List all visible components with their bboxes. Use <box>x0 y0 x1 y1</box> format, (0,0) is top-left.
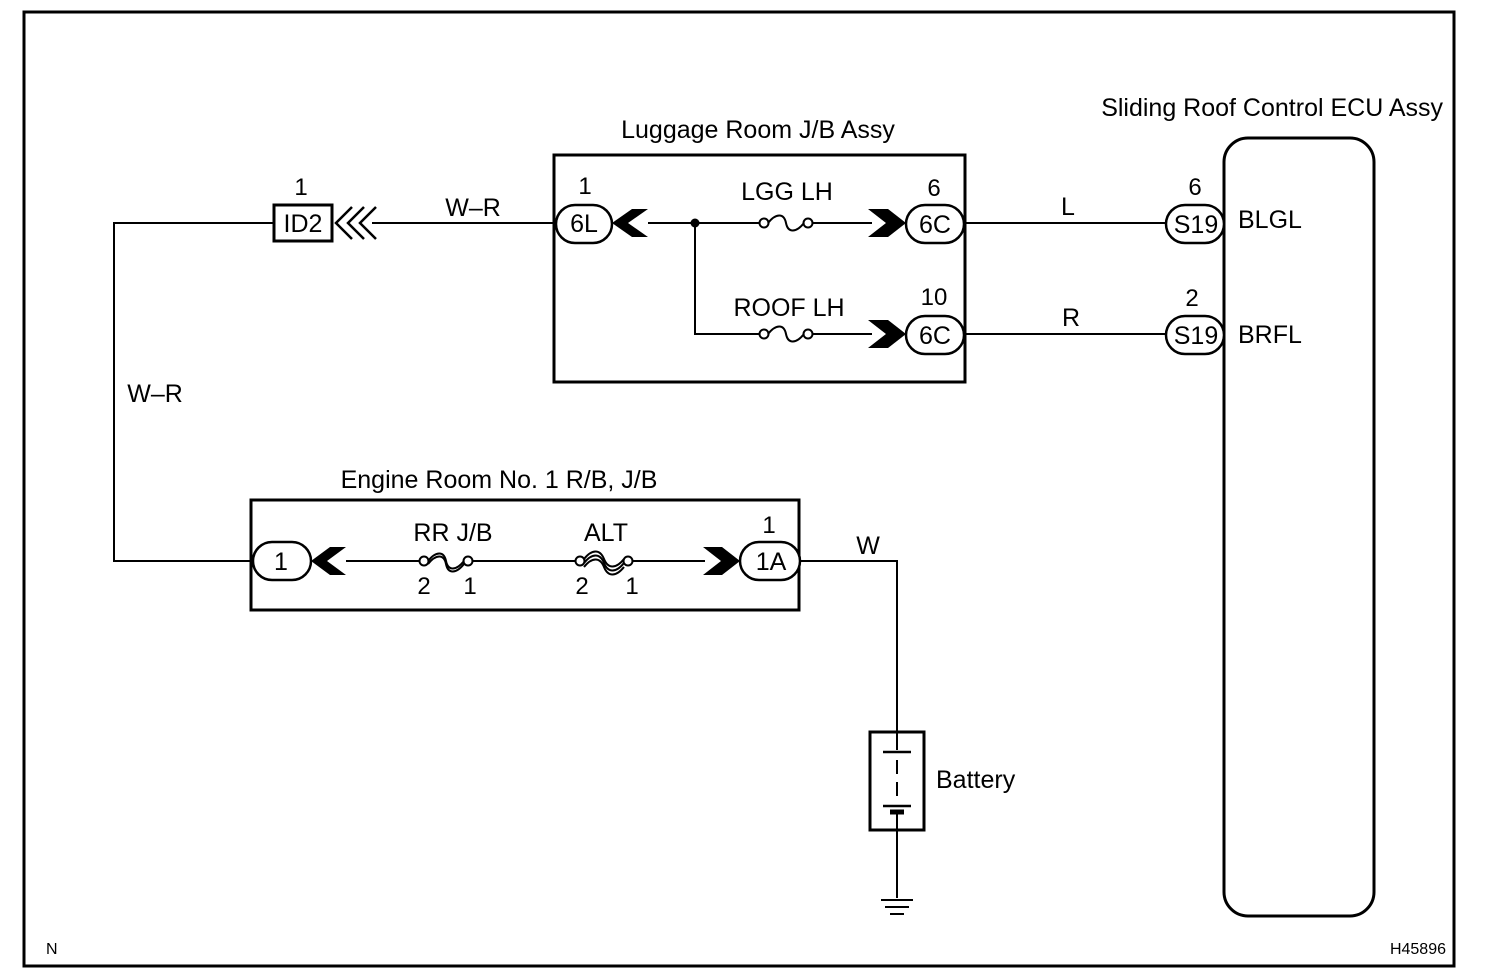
connector-6c-bottom-code: 6C <box>919 322 951 350</box>
connector-6c-top-code: 6C <box>919 211 951 239</box>
fuse-alt-label: ALT <box>584 519 628 547</box>
connector-6l-code: 6L <box>570 210 598 238</box>
connector-6c-bottom-pin: 10 <box>921 284 948 311</box>
ecu-title: Sliding Roof Control ECU Assy <box>1101 94 1443 122</box>
connector-6l-pin: 1 <box>578 173 591 200</box>
connector-er-1a <box>738 540 802 582</box>
ground-icon <box>881 899 913 915</box>
connector-er-1-code: 1 <box>274 548 288 576</box>
figure-code: H45896 <box>1390 941 1446 958</box>
fuse-roof-lh-label: ROOF LH <box>733 294 844 322</box>
fuse-lgg-lh-label: LGG LH <box>741 178 833 206</box>
fuse-icon <box>758 214 814 232</box>
fusible-link-icon <box>418 552 474 573</box>
fuse-rr-jb-label: RR J/B <box>413 519 492 547</box>
fuse-alt-pin-left: 2 <box>575 573 588 600</box>
connector-6c-top-pin: 6 <box>927 175 940 202</box>
battery-label: Battery <box>936 766 1016 794</box>
chevron-arrow-icon <box>334 206 377 240</box>
fuse-icon <box>758 325 814 343</box>
engine-rb-title: Engine Room No. 1 R/B, J/B <box>341 466 658 494</box>
connector-id2-pin: 1 <box>294 174 307 201</box>
connector-id2-code: ID2 <box>284 210 323 238</box>
wire-r-label: R <box>1062 304 1080 332</box>
battery-icon <box>883 732 911 830</box>
connector-s19-bottom-pin: 2 <box>1185 285 1198 312</box>
connector-id2 <box>272 203 334 243</box>
wire-lj-branch <box>694 223 760 335</box>
wire-wr-left <box>113 222 274 562</box>
connector-6c-top <box>904 203 966 245</box>
connector-s19-top <box>1164 203 1226 245</box>
fuse-rr-pin-left: 2 <box>417 573 430 600</box>
connector-s19-top-code: S19 <box>1174 211 1218 239</box>
wire-l-label: L <box>1061 193 1075 221</box>
connector-arrow-icon <box>868 209 906 237</box>
connector-er-1a-code: 1A <box>756 548 787 576</box>
ecu-box <box>1222 136 1376 918</box>
wire-w-label: W <box>856 532 880 560</box>
connector-6l <box>554 203 614 245</box>
ecu-terminal-blgl: BLGL <box>1238 206 1302 234</box>
connector-s19-top-pin: 6 <box>1188 174 1201 201</box>
connector-er-1a-pin: 1 <box>762 512 775 539</box>
junction-dot <box>690 218 700 228</box>
diagram-frame <box>22 10 1456 968</box>
corner-letter: N <box>46 941 58 958</box>
fuse-alt-pin-right: 1 <box>625 573 638 600</box>
connector-arrow-icon <box>703 547 740 575</box>
luggage-jb-box <box>552 153 967 384</box>
connector-arrow-icon <box>612 209 648 237</box>
ecu-terminal-brfl: BRFL <box>1238 321 1302 349</box>
connector-arrow-icon <box>868 320 906 348</box>
connector-s19-bottom-code: S19 <box>1174 322 1218 350</box>
connector-s19-bottom <box>1164 314 1226 356</box>
wire-wr-top-label: W–R <box>445 194 501 222</box>
luggage-jb-title: Luggage Room J/B Assy <box>621 116 895 144</box>
wire-wr-left-label: W–R <box>127 380 183 408</box>
fuse-rr-pin-right: 1 <box>463 573 476 600</box>
wire-w <box>801 560 898 732</box>
connector-arrow-icon <box>311 547 346 575</box>
connector-6c-bottom <box>904 314 966 356</box>
fusible-link-icon <box>574 550 634 576</box>
